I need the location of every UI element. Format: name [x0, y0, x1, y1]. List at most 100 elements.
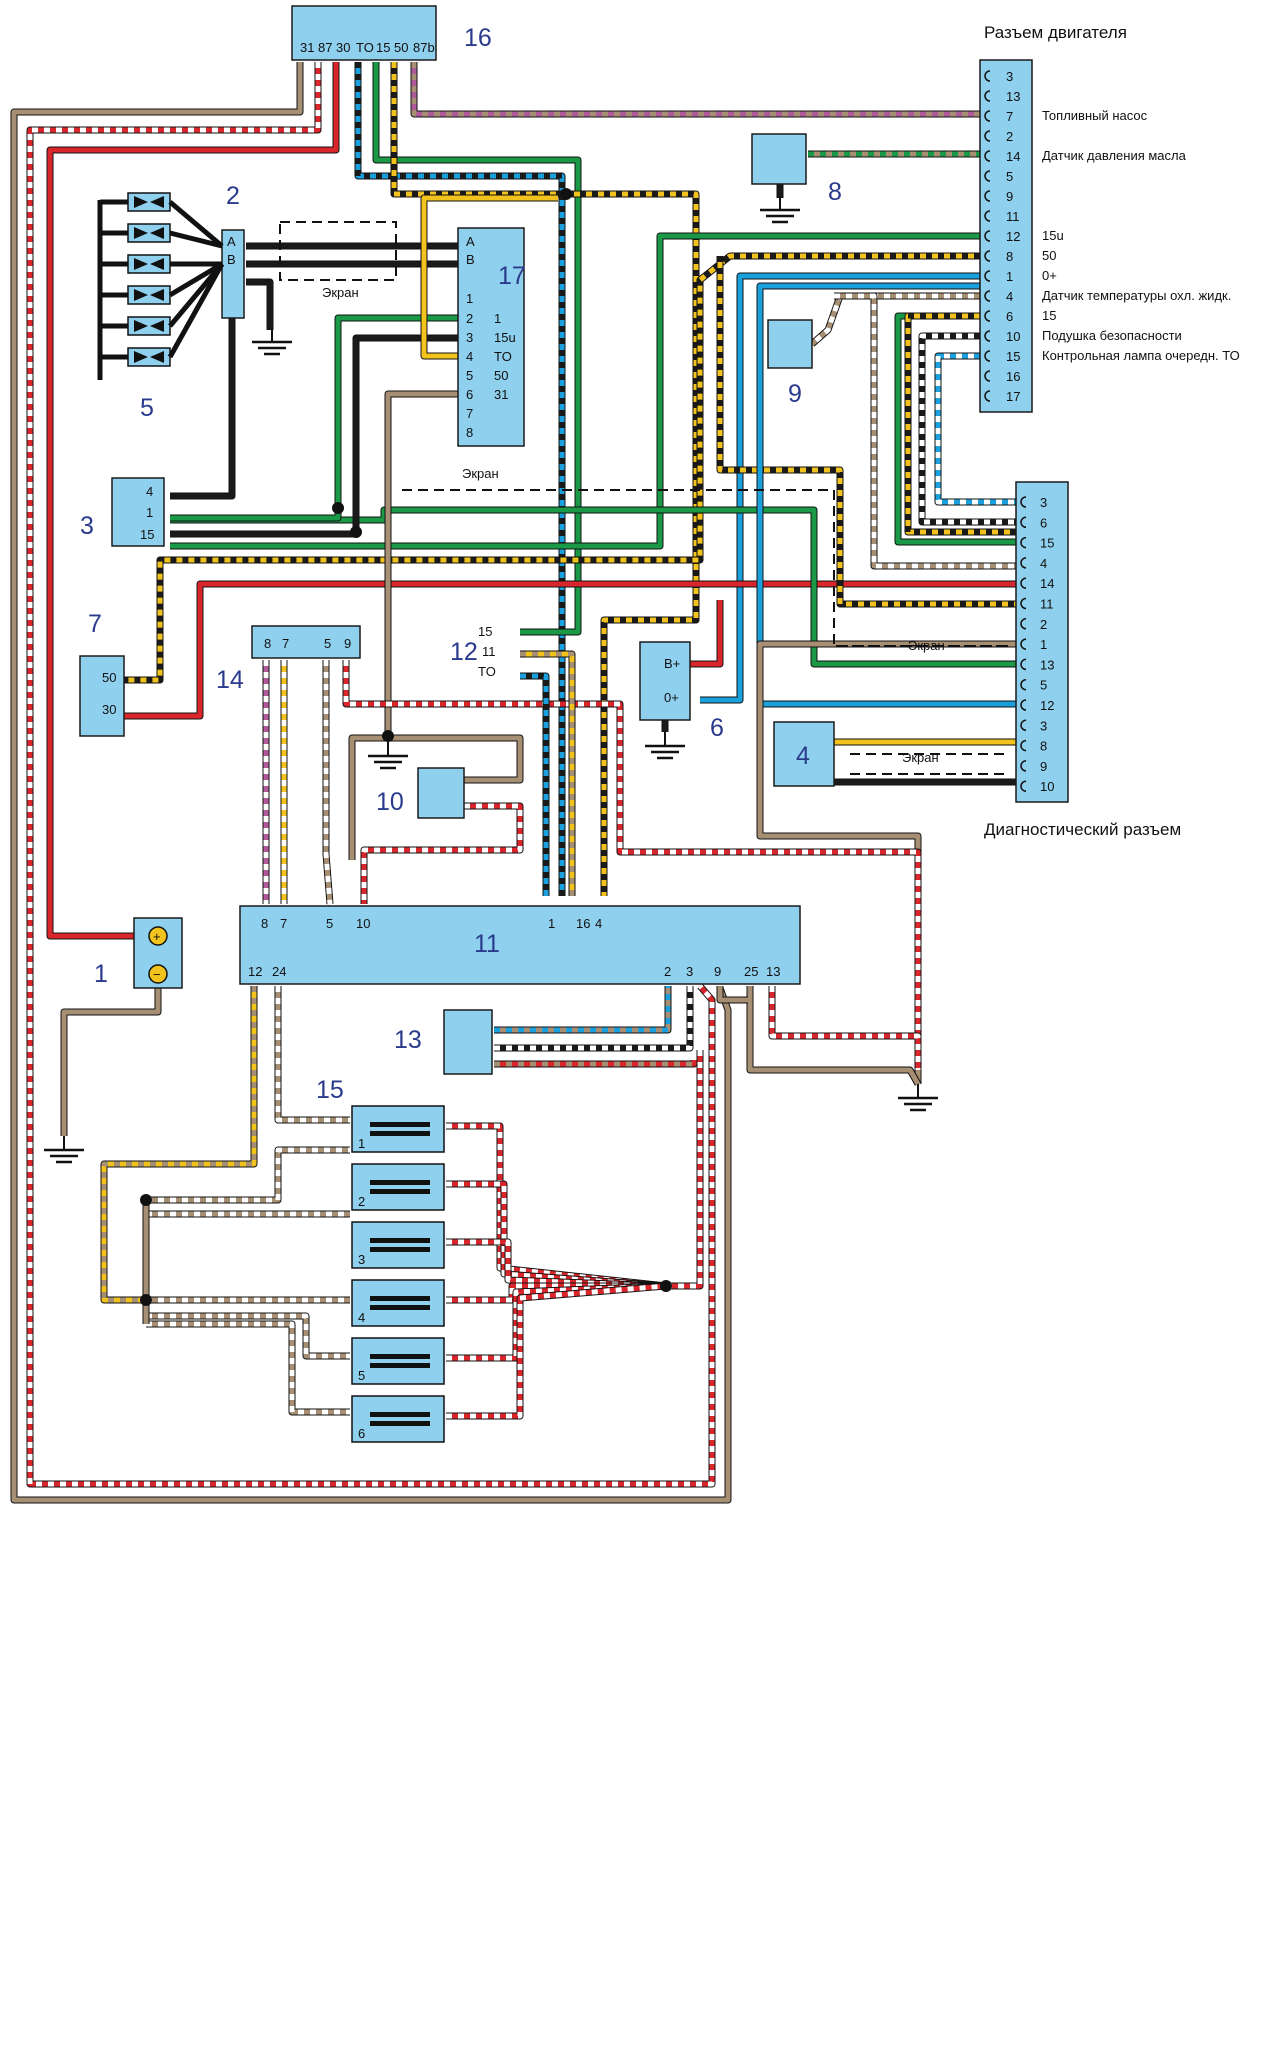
diode-wire — [168, 200, 224, 248]
wire-green-diag13 — [170, 507, 1020, 667]
coil-3-number: 3 — [358, 1252, 365, 1267]
unit-7: 50 30 7 — [79, 610, 125, 737]
engine-label-oil-pressure: Датчик давления масла — [1042, 148, 1187, 163]
coil-2-number: 2 — [358, 1194, 365, 1209]
coil-2-winding — [370, 1180, 430, 1185]
unit-12-pin-11: 11 — [482, 644, 496, 659]
unit-9-box — [767, 319, 813, 369]
wire-brown-battery-ground-outline — [60, 984, 162, 1136]
relay-16-pin-31: 31 — [300, 40, 314, 55]
pin-hook — [1020, 496, 1027, 508]
pin-hook — [1020, 739, 1027, 752]
coil-2-box — [351, 1163, 445, 1211]
wire-green-unit17-2-outline — [170, 314, 460, 522]
diode-wire — [168, 262, 224, 328]
coil-6-winding — [370, 1421, 430, 1426]
unit-17-pin-6: 6 — [466, 387, 473, 402]
diode-symbol — [134, 289, 164, 301]
pin-hook — [1020, 678, 1027, 691]
unit-6-box — [639, 641, 691, 721]
unit-3-pin-4: 4 — [146, 484, 153, 499]
pin-hook — [1020, 577, 1027, 589]
coil-6-box — [351, 1395, 445, 1443]
pin-hook — [984, 290, 991, 302]
junction-dot — [660, 1280, 672, 1292]
wire-brown-outer — [11, 62, 731, 1503]
battery-1: + − 1 — [94, 917, 183, 989]
wire-black-yellow-start — [124, 253, 986, 683]
unit-7-box — [79, 655, 125, 737]
coil-6-winding — [370, 1412, 430, 1417]
pin-hook — [1020, 557, 1027, 569]
wire-coil-1-right-outline — [446, 1122, 667, 1290]
unit-17-label-1: 1 — [494, 311, 501, 326]
wire-red-white-14-9 — [343, 660, 921, 1060]
unit-17-pin-5: 5 — [466, 368, 473, 383]
wire-black-yellow-diag11-outline — [716, 256, 1020, 608]
unit-11-top-pin-10: 10 — [356, 916, 370, 931]
unit-17-label-50: 50 — [494, 368, 508, 383]
pin-hook — [984, 310, 991, 322]
wire-black-unit17-3-outline — [170, 334, 460, 538]
engine-label-15u: 15u — [1042, 228, 1064, 243]
pin-hook — [984, 70, 991, 82]
wire-brown-blue-13 — [494, 986, 671, 1033]
wire-coil-common-outline — [666, 1050, 704, 1290]
unit-2: A B 2 — [221, 182, 245, 319]
wire-brown-white-14-5-stripe — [323, 660, 333, 905]
engine-pin-12: 12 — [1006, 229, 1020, 244]
relay-16-pin-87b: 87b — [413, 40, 435, 55]
diag-pin-11: 11 — [1040, 597, 1054, 612]
unit-6: B+ 0+ 6 — [639, 641, 724, 742]
wire-yellow-unit17-4 — [421, 195, 558, 359]
wire-red-battery — [47, 62, 339, 939]
coil-4-box — [351, 1279, 445, 1327]
wire-brown-white-temp-stripe — [810, 293, 986, 346]
wire-coil5-left-stripe — [146, 1313, 350, 1359]
wire-violet-87b-stripe — [411, 62, 986, 117]
coil-1-winding — [370, 1122, 430, 1127]
engine-pin-14: 14 — [1006, 149, 1020, 164]
unit-6-pin-bplus: B+ — [664, 656, 680, 671]
diode-symbol — [134, 258, 164, 270]
coil-5-winding — [370, 1354, 430, 1359]
pin-hook — [1020, 780, 1027, 792]
unit-17-pin-8: 8 — [466, 425, 473, 440]
diag-pin-9: 9 — [1040, 759, 1047, 774]
diode-symbol — [134, 351, 164, 363]
unit-11-top-pin-5: 5 — [326, 916, 333, 931]
unit-3: 4 1 15 3 — [80, 477, 165, 547]
wire-black-white-airbag-stripe — [919, 333, 1020, 525]
pin-hook — [1020, 638, 1027, 650]
unit-17-pin-3: 3 — [466, 330, 473, 345]
pin-hook — [984, 370, 991, 382]
pin-hook — [984, 190, 991, 202]
diode-symbol — [134, 227, 164, 239]
unit-8: 8 — [751, 133, 842, 206]
wire-violet-87b-outline — [410, 62, 986, 118]
label-4: 4 — [796, 742, 810, 770]
pin-hook — [1020, 719, 1027, 732]
wire-red-white-u11-13-stripe — [769, 986, 921, 1070]
wire-coil6-left-stripe — [146, 1321, 350, 1415]
wire-coil6-left-outline — [146, 1320, 350, 1416]
wire-red-white-loop — [27, 62, 715, 1487]
wire-blue-black-to-stripe — [355, 62, 565, 896]
wire-black-unit17-3 — [170, 335, 460, 537]
unit-17-box — [457, 227, 525, 447]
diagnostic-connector-box — [1015, 481, 1069, 803]
pin-hook — [984, 170, 991, 182]
relay-16-box — [291, 5, 437, 61]
wire-green-unit17-2 — [170, 315, 460, 521]
unit-14: 8 7 5 9 14 — [216, 625, 361, 694]
diag-pin-1: 1 — [1040, 637, 1047, 652]
screen-label-4: Экран — [902, 750, 939, 765]
wire-black-white-13 — [494, 986, 693, 1051]
pin-hook — [984, 330, 991, 342]
diag-pin-10: 10 — [1040, 779, 1054, 794]
unit-12-pin-15: 15 — [478, 624, 492, 639]
wire-black-yellow-diag11-stripe — [717, 256, 1020, 607]
wire-green-15u — [170, 233, 986, 549]
engine-pin-15: 15 — [1006, 349, 1020, 364]
